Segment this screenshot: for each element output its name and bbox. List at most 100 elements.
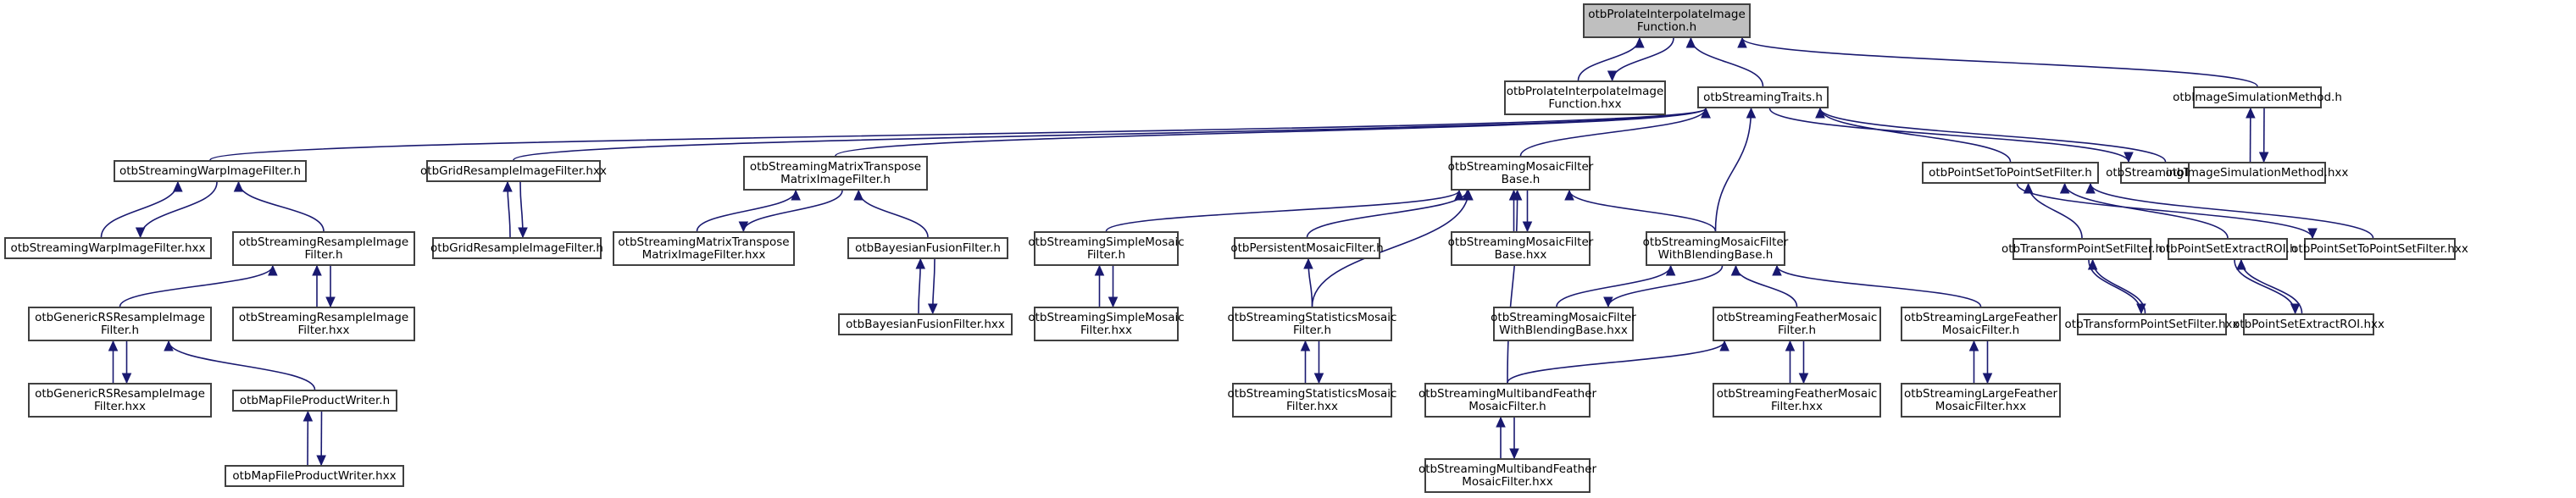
arrowhead-icon xyxy=(927,303,938,315)
arrowhead-icon xyxy=(1496,416,1506,428)
arrowhead-icon xyxy=(2307,228,2318,240)
arrowhead-icon xyxy=(1815,107,1825,119)
graph-node[interactable]: otbPointSetToPointSetFilter.h xyxy=(1922,162,2099,184)
dependency-edge xyxy=(2016,183,2313,239)
arrowhead-icon xyxy=(1798,373,1809,385)
dependency-edge xyxy=(513,108,1707,161)
graph-node[interactable]: otbStreamingMosaicFilter Base.hxx xyxy=(1448,231,1593,266)
arrowhead-icon xyxy=(1737,36,1747,48)
graph-node[interactable]: otbStreamingLargeFeather MosaicFilter.h xyxy=(1901,307,2061,341)
dependency-edge xyxy=(1519,108,1707,157)
graph-node[interactable]: otbProlateInterpolateImage Function.hxx xyxy=(1504,80,1666,115)
dependency-edge xyxy=(1776,265,1982,307)
arrowhead-icon xyxy=(173,180,183,192)
graph-node[interactable]: otbStreamingMatrixTranspose MatrixImageF… xyxy=(743,156,928,191)
graph-node[interactable]: otbBayesianFusionFilter.hxx xyxy=(838,313,1013,335)
graph-node[interactable]: otbStreamingResampleImage Filter.hxx xyxy=(232,307,415,341)
arrowhead-icon xyxy=(2236,258,2246,270)
graph-node[interactable]: otbStreamingWarpImageFilter.hxx xyxy=(4,237,212,259)
graph-node[interactable]: otbTransformPointSetFilter.h xyxy=(2001,238,2162,260)
graph-node[interactable]: otbMapFileProductWriter.hxx xyxy=(225,465,404,487)
arrowhead-icon xyxy=(502,180,513,192)
arrowhead-icon xyxy=(1982,373,1993,385)
arrowhead-icon xyxy=(2290,303,2301,315)
dependency-edge xyxy=(1507,340,1725,384)
graph-node[interactable]: otbStreamingStatisticsMosaic Filter.hxx xyxy=(1228,383,1396,418)
arrowhead-icon xyxy=(1463,189,1474,201)
graph-node-root[interactable]: otbProlateInterpolateImage Function.h xyxy=(1583,3,1751,38)
arrowhead-icon xyxy=(518,227,528,239)
dependency-edge xyxy=(1768,108,2129,163)
graph-node[interactable]: otbStreamingResampleImage Filter.h xyxy=(232,231,415,266)
graph-node[interactable]: otbStreamingMosaicFilter WithBlendingBas… xyxy=(1491,307,1636,341)
graph-node[interactable]: otbTransformPointSetFilter.hxx xyxy=(2065,313,2240,335)
arrowhead-icon xyxy=(1701,107,1711,119)
graph-node[interactable]: otbBayesianFusionFilter.h xyxy=(847,237,1008,259)
dependency-edge xyxy=(1507,190,1518,384)
arrowhead-icon xyxy=(268,264,278,276)
graph-node[interactable]: otbStreamingMosaicFilter Base.h xyxy=(1448,156,1593,191)
arrowhead-icon xyxy=(1303,257,1313,269)
graph-node[interactable]: otbStreamingFeatherMosaic Filter.hxx xyxy=(1713,383,1881,418)
graph-node[interactable]: otbStreamingStatisticsMosaic Filter.h xyxy=(1228,307,1396,341)
arrowhead-icon xyxy=(2246,107,2256,119)
dependency-edge xyxy=(1735,265,1798,307)
graph-node[interactable]: otbImageSimulationMethod.h xyxy=(2173,86,2342,108)
dependency-edge xyxy=(1819,108,2167,163)
dependency-edge xyxy=(1819,108,2012,163)
arrowhead-icon xyxy=(325,296,336,308)
arrowhead-icon xyxy=(791,189,801,201)
graph-node[interactable]: otbStreamingMosaicFilter WithBlendingBas… xyxy=(1643,231,1788,266)
graph-node[interactable]: otbStreamingSimpleMosaic Filter.hxx xyxy=(1028,307,1185,341)
graph-node[interactable]: otbPointSetExtractROI.hxx xyxy=(2233,313,2384,335)
graph-node[interactable]: otbStreamingWarpImageFilter.h xyxy=(114,160,307,182)
graph-node[interactable]: otbGenericRSResampleImage Filter.h xyxy=(28,307,212,341)
graph-node[interactable]: otbStreamingSimpleMosaic Filter.h xyxy=(1028,231,1185,266)
graph-node[interactable]: otbStreamingLargeFeather MosaicFilter.hx… xyxy=(1901,383,2061,418)
dependency-edge xyxy=(119,265,274,307)
dependency-edge xyxy=(209,108,1707,161)
graph-node[interactable]: otbStreamingTraits.h xyxy=(1697,86,1829,108)
dependency-edge xyxy=(1741,37,2258,87)
graph-node[interactable]: otbPointSetToPointSetFilter.hxx xyxy=(2291,238,2468,260)
dependency-edge xyxy=(2027,183,2083,239)
graph-node[interactable]: otbStreamingMatrixTranspose MatrixImageF… xyxy=(613,231,795,266)
arrowhead-icon xyxy=(1968,340,1979,351)
arrowhead-icon xyxy=(316,455,326,467)
arrowhead-icon xyxy=(1785,340,1796,351)
graph-node[interactable]: otbMapFileProductWriter.h xyxy=(232,390,397,412)
arrowhead-icon xyxy=(1603,296,1613,308)
dependency-edge xyxy=(1690,37,1764,87)
arrowhead-icon xyxy=(738,221,749,233)
graph-node[interactable]: otbStreamingMultibandFeather MosaicFilte… xyxy=(1418,458,1596,493)
graph-node[interactable]: otbPointSetExtractROI.h xyxy=(2159,238,2297,260)
graph-node[interactable]: otbGridResampleImageFilter.h xyxy=(430,237,603,259)
dependency-edge xyxy=(1556,265,1672,307)
dependency-edge xyxy=(858,190,929,238)
arrowhead-icon xyxy=(2124,152,2134,163)
dependency-edge xyxy=(835,108,1707,157)
arrowhead-icon xyxy=(1665,264,1676,276)
arrowhead-icon xyxy=(1635,36,1645,48)
arrowhead-icon xyxy=(1772,264,1782,276)
arrowhead-icon xyxy=(1719,340,1729,351)
arrowhead-icon xyxy=(1607,70,1618,82)
graph-node[interactable]: otbPersistentMosaicFilter.h xyxy=(1230,237,1384,259)
arrowhead-icon xyxy=(233,180,244,192)
arrowhead-icon xyxy=(853,189,864,201)
arrowhead-icon xyxy=(1512,189,1523,201)
arrowhead-icon xyxy=(915,257,926,269)
arrowhead-icon xyxy=(1509,448,1519,460)
arrowhead-icon xyxy=(1313,373,1324,385)
dependency-edge xyxy=(1311,190,1469,307)
graph-node[interactable]: otbGridResampleImageFilter.hxx xyxy=(420,160,607,182)
dependency-edge xyxy=(742,190,843,232)
graph-node[interactable]: otbStreamingMultibandFeather MosaicFilte… xyxy=(1418,383,1596,418)
graph-node[interactable]: otbImageSimulationMethod.hxx xyxy=(2166,162,2348,184)
arrowhead-icon xyxy=(2059,182,2070,194)
graph-node[interactable]: otbStreamingFeatherMosaic Filter.h xyxy=(1713,307,1881,341)
graph-node[interactable]: otbGenericRSResampleImage Filter.hxx xyxy=(28,383,212,418)
arrowhead-icon xyxy=(1094,264,1105,276)
